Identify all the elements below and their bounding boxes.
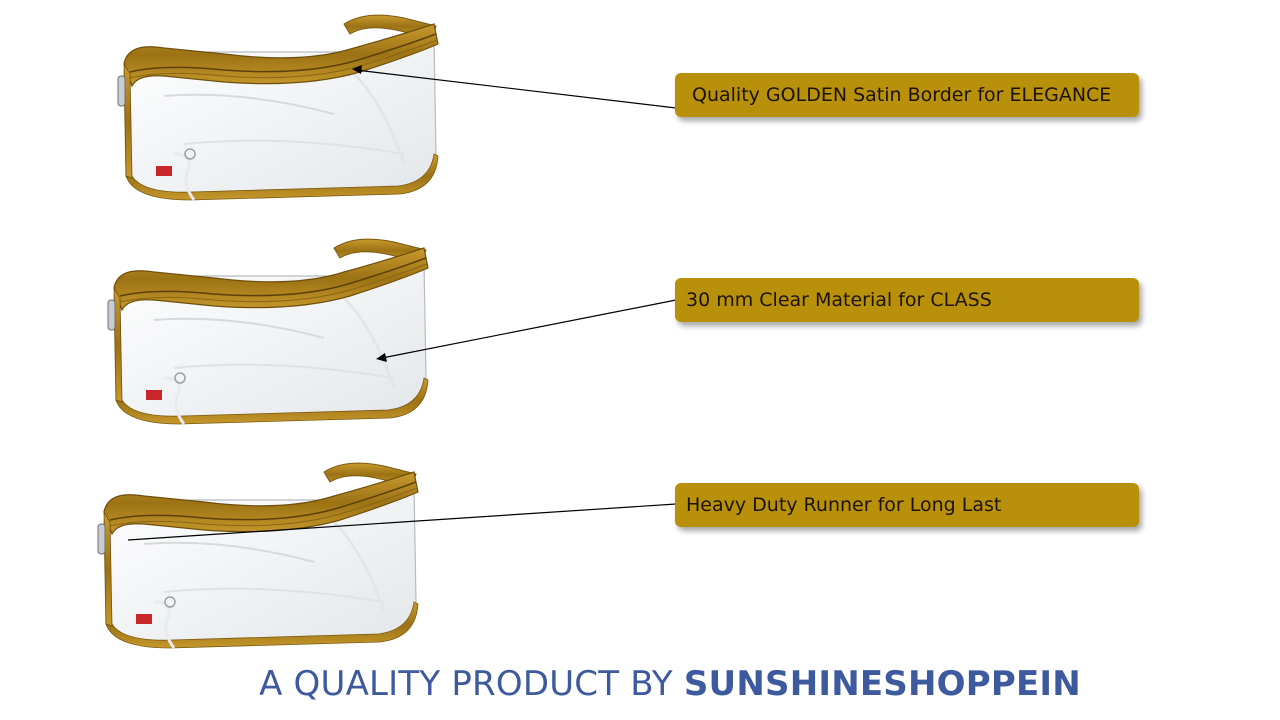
product-pouch-top <box>116 13 440 202</box>
footer-tagline: A QUALITY PRODUCT BY SUNSHINESHOPPEIN <box>0 664 1280 704</box>
product-pouch-bottom <box>96 461 420 650</box>
callout-golden-border: Quality GOLDEN Satin Border for ELEGANCE <box>675 73 1139 117</box>
brand-name: SUNSHINESHOPPEIN <box>683 664 1081 704</box>
leader-line-2 <box>376 299 677 362</box>
footer-prefix: A QUALITY PRODUCT BY <box>259 664 684 704</box>
callout-clear-material: 30 mm Clear Material for CLASS <box>675 278 1139 322</box>
product-pouch-middle <box>106 237 430 426</box>
callout-text: Heavy Duty Runner for Long Last <box>686 494 1002 516</box>
leader-line-1 <box>352 65 677 109</box>
callout-text: Quality GOLDEN Satin Border for ELEGANCE <box>692 84 1112 106</box>
callout-text: 30 mm Clear Material for CLASS <box>686 289 992 311</box>
leader-line-3 <box>127 503 677 541</box>
callout-heavy-duty-runner: Heavy Duty Runner for Long Last <box>675 483 1139 527</box>
